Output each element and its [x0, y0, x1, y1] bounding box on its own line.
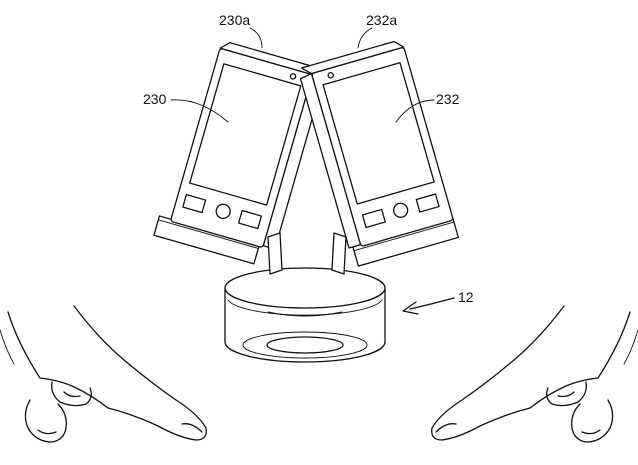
right-phone-support-block [331, 232, 347, 275]
right-phone [299, 40, 460, 267]
label-230: 230 [143, 91, 167, 107]
left-phone [153, 42, 323, 265]
left-phone-support-block [267, 232, 283, 275]
left-hand-pointing [0, 305, 207, 443]
leader-230a [249, 27, 263, 49]
label-232: 232 [436, 91, 460, 107]
leader-232 [395, 99, 435, 123]
label-12: 12 [458, 289, 474, 305]
leader-230 [170, 99, 229, 123]
label-230a: 230a [219, 12, 250, 28]
arrow-12 [402, 297, 455, 315]
label-232a: 232a [366, 12, 397, 28]
right-hand-pointing [431, 305, 638, 443]
cylindrical-stand [224, 267, 386, 363]
leader-232a [357, 27, 373, 49]
